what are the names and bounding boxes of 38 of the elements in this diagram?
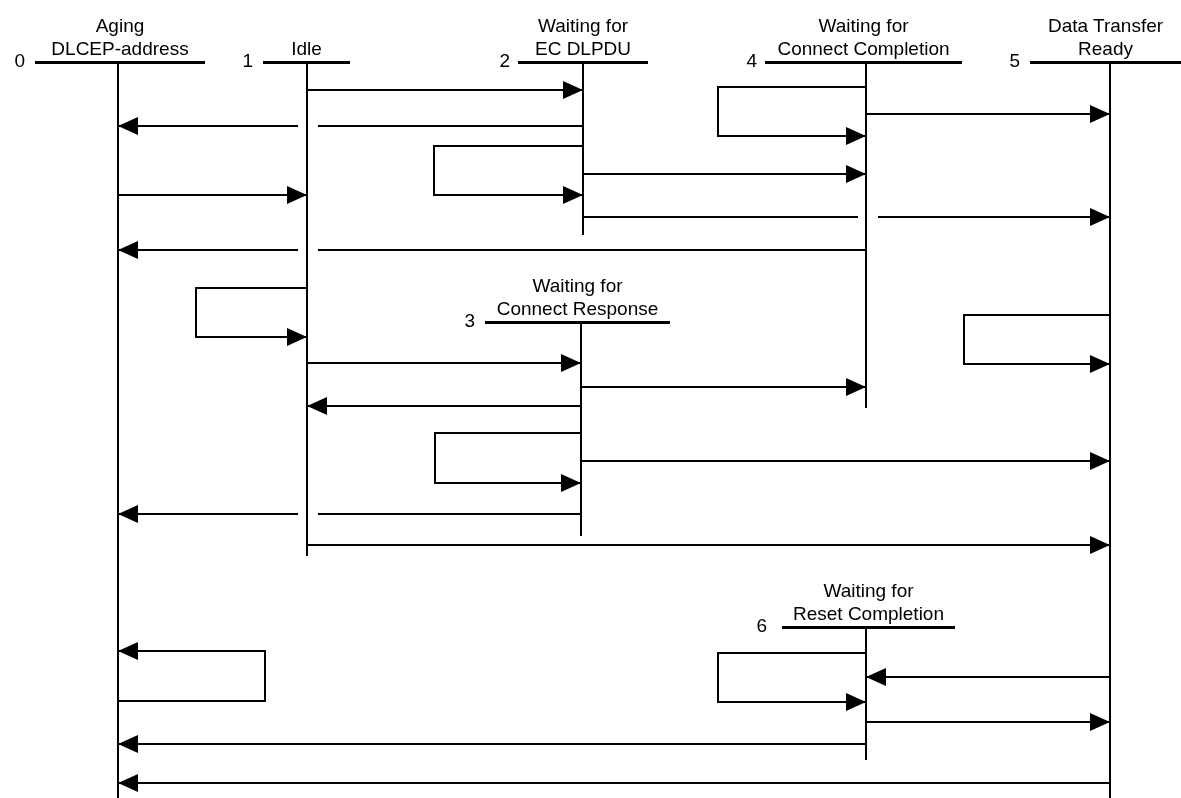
transition-arrow (963, 314, 1111, 373)
transition-arrow (433, 145, 584, 204)
state-number: 6 (756, 614, 767, 637)
transition-arrow (306, 397, 582, 415)
state-number: 3 (464, 309, 475, 332)
state-number: 5 (1009, 49, 1020, 72)
transition-arrow (580, 378, 867, 396)
state-number: 0 (14, 49, 25, 72)
state-name: Waiting for EC DLPDU (534, 14, 632, 60)
state-name: Idle (291, 37, 322, 60)
transition-arrow (117, 774, 1111, 792)
state-number: 2 (499, 49, 510, 72)
transition-arrow (117, 505, 582, 523)
state-name: Waiting for Connect Response (496, 274, 659, 320)
transition-arrow (117, 186, 308, 204)
transition-arrow (306, 354, 582, 372)
state-number: 4 (746, 49, 757, 72)
state-name: Data Transfer Ready (1047, 14, 1164, 60)
state-name: Aging DLCEP-address (51, 14, 189, 60)
transition-arrow (717, 86, 867, 145)
transition-arrow (195, 287, 308, 346)
state-number: 1 (242, 49, 253, 72)
transition-arrow (306, 536, 1111, 554)
transition-arrow (582, 165, 867, 183)
state-name: Waiting for Reset Completion (793, 579, 944, 625)
transition-arrow (117, 642, 266, 702)
state-name: Waiting for Connect Completion (777, 14, 950, 60)
transition-arrow (306, 81, 584, 99)
transition-arrow (434, 432, 582, 492)
transition-arrow (117, 117, 584, 135)
transition-arrow (117, 241, 867, 259)
transition-arrow (580, 452, 1111, 470)
transition-arrow (865, 713, 1111, 731)
transition-arrow (717, 652, 867, 711)
transition-arrow (117, 735, 867, 753)
transition-arrow (582, 208, 1111, 226)
transition-arrow (865, 668, 1111, 686)
transition-arrow (865, 105, 1111, 123)
